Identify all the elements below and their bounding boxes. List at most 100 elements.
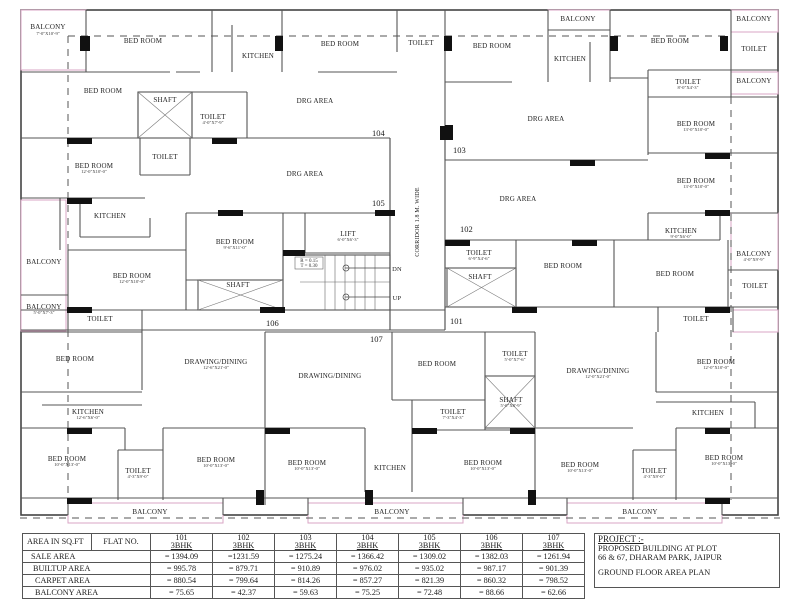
room-label: TOILET (440, 408, 466, 416)
room-label: TOILET (502, 350, 528, 358)
table-cell: = 935.02 (398, 562, 461, 575)
room-label: KITCHEN (374, 464, 406, 472)
table-cell: = 88.66 (460, 586, 523, 599)
room-label: DRG AREA (287, 170, 324, 178)
table-cell: = 799.64 (212, 574, 275, 587)
table-cell: = 821.39 (398, 574, 461, 587)
room-label: KITCHEN (72, 408, 104, 416)
room-label: TOILET (200, 113, 226, 121)
table-cell: = 42.37 (212, 586, 275, 599)
room-dimension: 13'-0"X10'-0" (683, 184, 709, 189)
room-dimension: 4'-0"X9'-9" (744, 257, 765, 262)
room-label: TOILET (741, 45, 767, 53)
room-label: DRAWING/DINING (567, 367, 630, 375)
room-label: BED ROOM (705, 454, 744, 462)
flat-number-107: 107 (370, 334, 383, 344)
floor-plan: BALCONY 7'-0"X10'-9" BED ROOM KITCHEN BE… (20, 9, 780, 524)
interior-walls (21, 310, 778, 515)
room-dimension: 13'-0"X10'-0" (683, 127, 709, 132)
flat-number-105: 105 (372, 198, 385, 208)
room-dimension: 5'-0"X7'-3" (34, 310, 55, 315)
room-dimension: 12'-6"X6'-0" (76, 415, 99, 420)
room-dimension: 12'-0"X10'-0" (81, 169, 107, 174)
row-label: SALE AREA (22, 550, 151, 563)
room-dimension: 10'-0"X13'-0" (54, 462, 80, 467)
table-cell: = 59.63 (274, 586, 337, 599)
room-label: BALCONY (736, 250, 771, 258)
table-cell: = 901.39 (522, 562, 585, 575)
room-label: BED ROOM (561, 461, 600, 469)
room-label: BALCONY (132, 508, 167, 516)
room-dimension: 9'-6"X11'-0" (223, 245, 246, 250)
room-dimension: 10'-0"X13'-0" (470, 466, 496, 471)
room-label: BED ROOM (651, 37, 690, 45)
room-dimension: 12'-6"X21'-0" (203, 365, 229, 370)
table-cell: = 857.27 (336, 574, 399, 587)
room-label: SHAFT (226, 281, 250, 289)
room-label: KITCHEN (692, 409, 724, 417)
stair-down-label: DN (392, 266, 402, 273)
room-label: BED ROOM (697, 358, 736, 366)
windows (67, 36, 730, 505)
stair-core (282, 138, 446, 330)
room-label: KITCHEN (94, 212, 126, 220)
table-row-carpet-area: CARPET AREA = 880.54 = 799.64 = 814.26 =… (22, 574, 585, 587)
room-label: TOILET (641, 467, 667, 475)
room-label: BED ROOM (288, 459, 327, 467)
dashed-lines (20, 35, 780, 519)
project-heading: PROJECT :- (598, 534, 644, 544)
room-label: BED ROOM (473, 42, 512, 50)
project-plan-title: GROUND FLOOR AREA PLAN (598, 568, 711, 577)
table-cell: = 880.54 (150, 574, 213, 587)
room-dimension: 10'-0"X13'-0" (294, 466, 320, 471)
room-label: BED ROOM (84, 87, 123, 95)
room-dimension: 7'-3"X4'-3" (443, 415, 464, 420)
flat-number-102: 102 (460, 224, 473, 234)
room-label: DRAWING/DINING (299, 372, 362, 380)
room-dimension: 5'-0"X7'-6" (505, 357, 526, 362)
table-cell: = 1261.94 (522, 550, 585, 563)
room-label: TOILET (125, 467, 151, 475)
balcony-outline (732, 309, 779, 333)
stair-up-label: UP (393, 295, 402, 302)
room-label: TOILET (152, 153, 178, 161)
room-dimension: 9'-0"X6'-0" (671, 234, 692, 239)
room-label: BALCONY (560, 15, 595, 23)
room-label: DRG AREA (528, 115, 565, 123)
room-label: BED ROOM (418, 360, 457, 368)
table-cell: = 1366.42 (336, 550, 399, 563)
project-line-2: 66 & 67, DHARAM PARK, JAIPUR (598, 553, 722, 562)
table-cell: = 72.48 (398, 586, 461, 599)
room-label: BED ROOM (75, 162, 114, 170)
table-row-builtup-area: BUILTUP AREA = 995.78 = 879.71 = 910.89 … (22, 562, 585, 575)
room-label: BALCONY (374, 508, 409, 516)
table-cell: = 75.25 (336, 586, 399, 599)
room-label: BALCONY (30, 23, 65, 31)
room-label: TOILET (466, 249, 492, 257)
room-label: BALCONY (736, 77, 771, 85)
room-label: BALCONY (26, 303, 61, 311)
balcony-outline (20, 9, 87, 71)
room-label: BALCONY (736, 15, 771, 23)
flat-no-label: FLAT NO. (91, 533, 151, 551)
room-label: BED ROOM (321, 40, 360, 48)
room-dimension: 4'-3"X9'-0" (644, 474, 665, 479)
room-label: BED ROOM (124, 37, 163, 45)
room-label: TOILET (683, 315, 709, 323)
shaft-marks (137, 91, 536, 429)
room-dimension: 4'-3"X9'-0" (128, 474, 149, 479)
room-dimension: 12'-0"X21'-0" (585, 374, 611, 379)
room-label: SHAFT (468, 273, 492, 281)
row-label: BALCONY AREA (22, 586, 151, 599)
room-dimension: 6'-9"X4'-6" (469, 256, 490, 261)
room-dimension: 8'-0"X4'-3" (678, 85, 699, 90)
room-label: BED ROOM (464, 459, 503, 467)
room-label: TOILET (675, 78, 701, 86)
room-label: BED ROOM (677, 120, 716, 128)
